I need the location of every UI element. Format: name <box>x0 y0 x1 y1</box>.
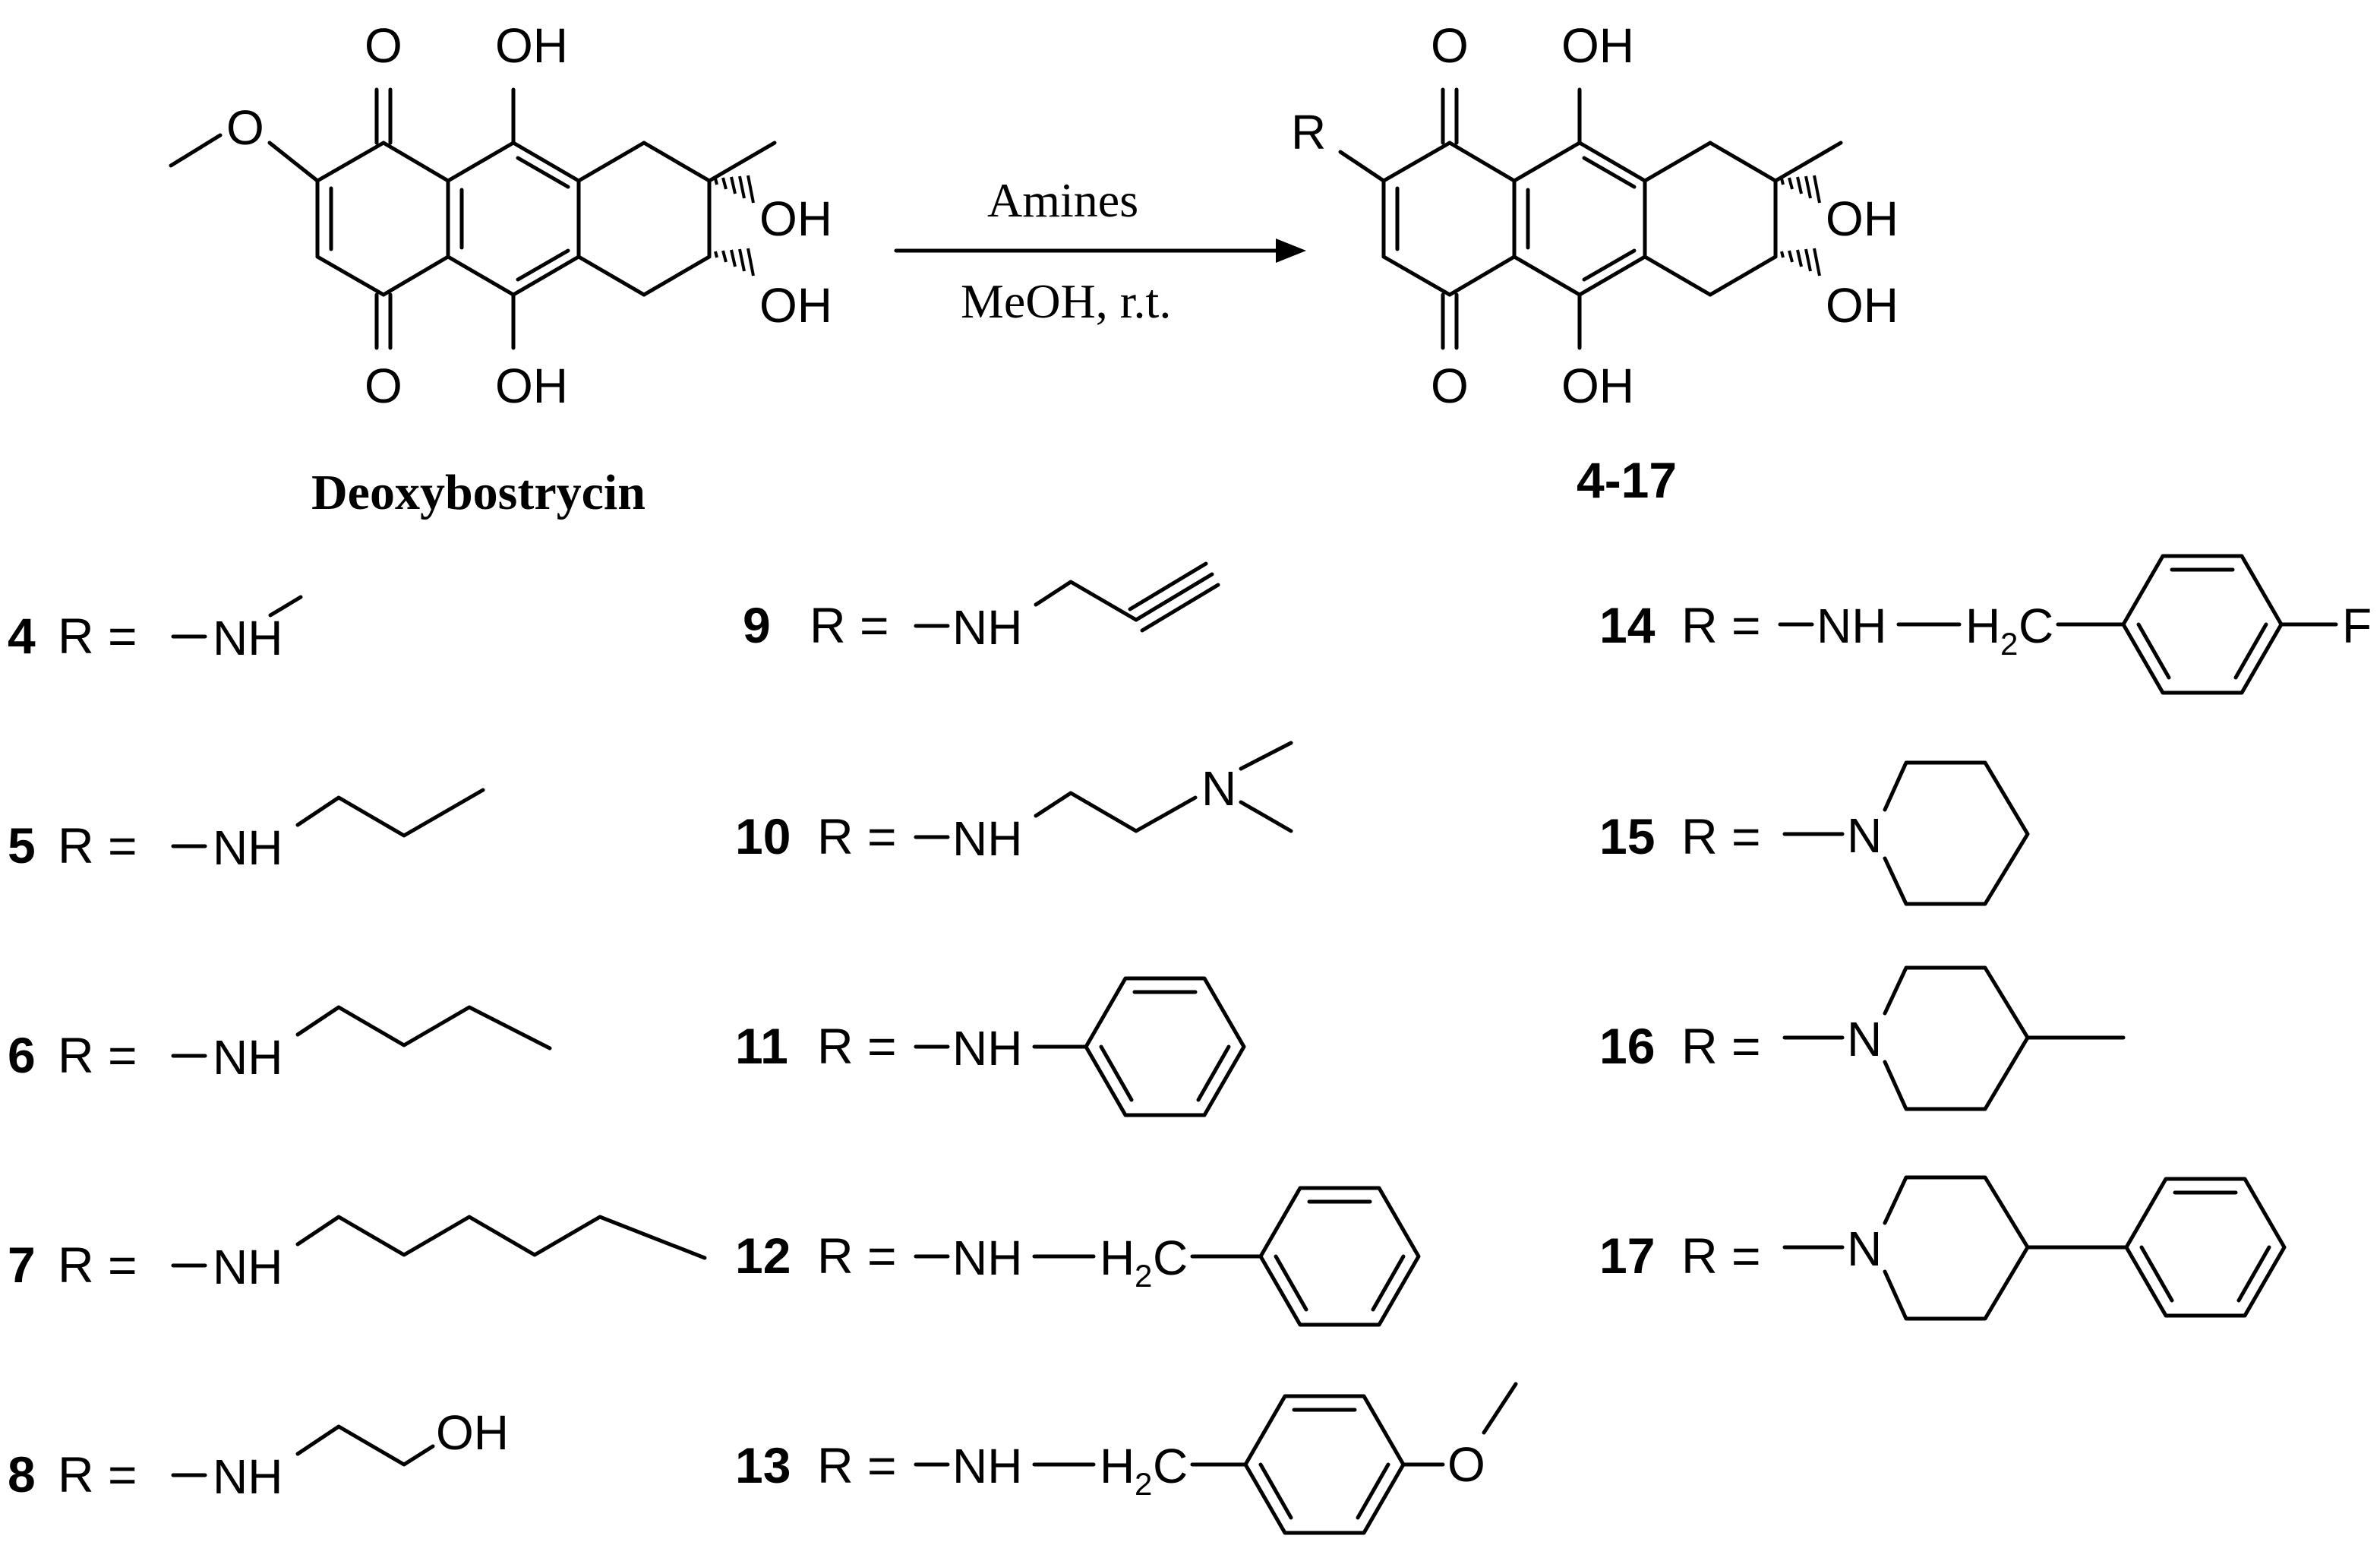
compound-14: 14 R = NH H 2 C F <box>1599 554 2372 695</box>
structure-label: H <box>1965 599 2000 653</box>
structure-label: NH <box>952 1439 1022 1493</box>
deoxybostrycin-structure: O O O OH OH OH OH Deoxybostrycin <box>169 18 832 520</box>
structure-label: NH <box>213 611 283 665</box>
structure-label: R = <box>1681 808 1761 864</box>
compound-13: 13 R = NH H 2 C O <box>735 1382 1518 1535</box>
atom-label-OH: OH <box>1826 278 1899 333</box>
structure-label: R = <box>1681 597 1761 653</box>
product-name: 4-17 <box>1577 452 1677 508</box>
structure-label: 17 <box>1599 1228 1655 1284</box>
structure-label: 15 <box>1599 808 1655 864</box>
structure-label: R = <box>810 597 889 653</box>
structure-label: 2 <box>2000 626 2018 662</box>
structure-label: NH <box>213 820 283 875</box>
structure-label: R = <box>1681 1228 1761 1284</box>
structure-label: H <box>1100 1439 1135 1493</box>
atom-label-R: R <box>1291 105 1326 160</box>
structure-label: 2 <box>1135 1258 1152 1294</box>
structure-label: H <box>1100 1231 1135 1285</box>
compound-16: 16 R = N <box>1599 965 2126 1111</box>
structure-label: NH <box>952 1021 1022 1076</box>
structure-label: 11 <box>735 1018 788 1074</box>
structure-label: 6 <box>8 1027 36 1083</box>
structure-label: NH <box>213 1240 283 1294</box>
compound-9: 9 R = NH <box>743 561 1220 655</box>
structure-label: C <box>2019 599 2053 653</box>
compound-11: 11 R = NH <box>735 976 1246 1117</box>
structure-label: C <box>1153 1439 1188 1493</box>
structure-label: N <box>1201 761 1236 816</box>
atom-label-O: O <box>1431 359 1469 413</box>
structure-label: C <box>1153 1231 1188 1285</box>
reactant-name: Deoxybostrycin <box>311 465 646 520</box>
compound-6: 6 R = NH <box>8 1005 552 1085</box>
compound-8: 8 R = NH OH <box>8 1405 509 1504</box>
structure-label: R = <box>817 808 897 864</box>
structure-label: NH <box>213 1449 283 1504</box>
structure-label: R = <box>58 608 137 664</box>
compound-7: 7 R = NH <box>8 1215 707 1294</box>
structure-label: N <box>1847 808 1882 863</box>
product-structure: O O R OH OH OH OH 4-17 <box>1291 18 1899 508</box>
compound-10: 10 R = NH N <box>735 741 1293 866</box>
atom-label-OH: OH <box>1561 359 1634 413</box>
structure-label: O <box>1447 1437 1485 1492</box>
structure-label: 5 <box>8 817 36 874</box>
atom-label-OH: OH <box>759 191 832 246</box>
structure-label: 13 <box>735 1437 791 1493</box>
compound-5: 5 R = NH <box>8 788 485 875</box>
compound-4: 4 R = NH <box>8 595 303 665</box>
atom-label-O: O <box>1431 18 1469 73</box>
atom-label-OH: OH <box>495 18 568 73</box>
structure-label: R = <box>817 1228 897 1284</box>
structure-label: 10 <box>735 808 791 864</box>
compound-17: 17 R = N <box>1599 1175 2287 1321</box>
atom-label-OH: OH <box>759 278 832 333</box>
compound-12: 12 R = NH H 2 C <box>735 1186 1421 1327</box>
structure-label: 4 <box>8 608 36 664</box>
structure-label: OH <box>436 1405 509 1460</box>
reaction-arrow: Amines MeOH, r.t. <box>894 173 1306 328</box>
structure-label: 14 <box>1599 597 1656 653</box>
structure-label: NH <box>1817 599 1886 653</box>
reagent-bottom-label: MeOH, r.t. <box>961 274 1171 328</box>
structure-label: 7 <box>8 1237 36 1293</box>
structure-label: N <box>1847 1221 1882 1276</box>
structure-label: 9 <box>743 597 771 653</box>
atom-label-O: O <box>365 18 402 73</box>
atom-label-O: O <box>365 359 402 413</box>
compound-15: 15 R = N <box>1599 760 2030 906</box>
structure-label: R = <box>817 1018 897 1074</box>
atom-label-OH: OH <box>495 359 568 413</box>
structure-label: R = <box>1681 1018 1761 1074</box>
reagent-top-label: Amines <box>987 173 1138 227</box>
structure-label: R = <box>58 1446 137 1503</box>
atom-label-OH: OH <box>1561 18 1634 73</box>
structure-label: R = <box>58 1237 137 1293</box>
structure-label: 2 <box>1135 1466 1152 1502</box>
atom-label-OH: OH <box>1826 191 1899 246</box>
structure-label: F <box>2342 599 2372 653</box>
structure-label: 8 <box>8 1446 36 1503</box>
structure-label: NH <box>952 811 1022 866</box>
structure-label: NH <box>952 1231 1022 1285</box>
structure-label: 16 <box>1599 1018 1655 1074</box>
structure-label: N <box>1847 1012 1882 1066</box>
structure-label: R = <box>817 1437 897 1493</box>
structure-label: NH <box>213 1030 283 1085</box>
structure-label: R = <box>58 1027 137 1083</box>
atom-label-O: O <box>226 100 264 155</box>
structure-label: R = <box>58 817 137 874</box>
structure-label: NH <box>952 600 1022 655</box>
structure-label: 12 <box>735 1228 791 1284</box>
